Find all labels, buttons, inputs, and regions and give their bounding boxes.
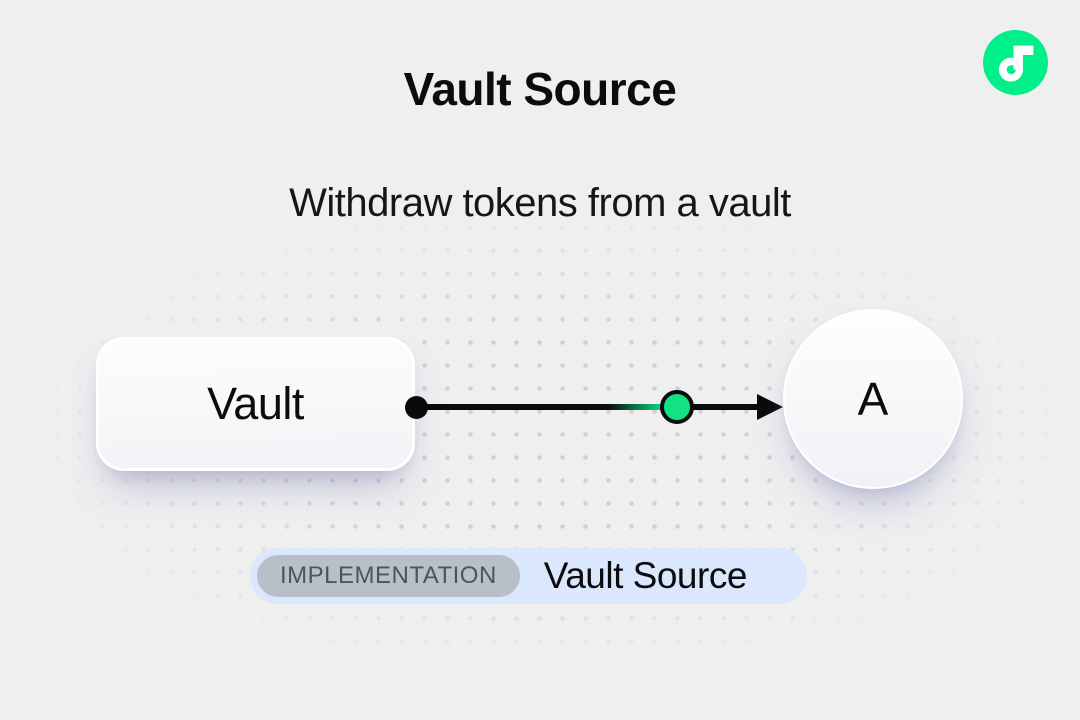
flow-logo-icon <box>983 30 1048 95</box>
page-subtitle: Withdraw tokens from a vault <box>289 181 791 225</box>
implementation-badge: IMPLEMENTATION Vault Source <box>250 548 807 604</box>
implementation-tag: IMPLEMENTATION <box>257 555 520 597</box>
edge-line <box>415 404 761 410</box>
edge-start-dot <box>405 396 428 419</box>
arrowhead-icon <box>757 394 783 420</box>
vault-node: Vault <box>96 337 415 471</box>
token-dot <box>660 390 694 424</box>
page-title: Vault Source <box>403 63 677 115</box>
implementation-label: Vault Source <box>543 555 748 596</box>
vault-node-label: Vault <box>207 378 304 429</box>
edge-green-fade <box>608 404 664 410</box>
account-node: A <box>783 309 963 489</box>
account-node-label: A <box>857 373 889 425</box>
